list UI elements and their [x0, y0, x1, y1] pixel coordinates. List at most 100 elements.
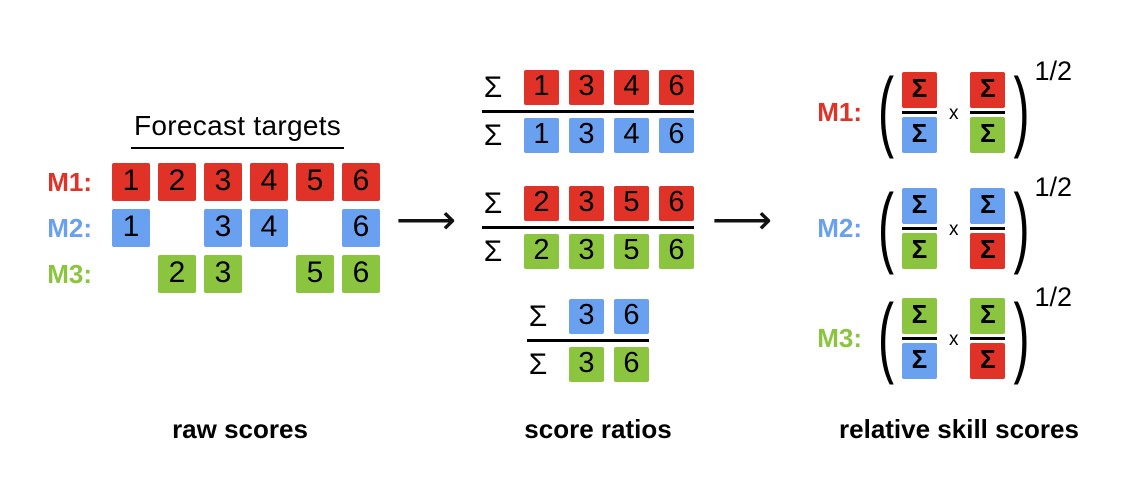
model-label: M3: [47, 259, 92, 289]
exponent: 1/2 [1034, 282, 1073, 312]
score-box: 5 [296, 163, 334, 201]
sigma-symbol: Σ [528, 348, 548, 381]
score-box: 2 [158, 255, 196, 293]
sigma-symbol: Σ [483, 119, 503, 152]
sigma-box: Σ [901, 116, 937, 153]
sigma-box: Σ [901, 71, 937, 108]
score-box: 1 [112, 163, 150, 201]
model-label: M1: [47, 167, 92, 197]
score-box: 6 [342, 209, 380, 247]
arrow-right-icon: ⟶ [396, 196, 457, 243]
score-box: 3 [569, 70, 604, 105]
score-box: 4 [614, 70, 649, 105]
score-box: 4 [250, 163, 288, 201]
score-box: 2 [524, 186, 559, 221]
model-label: M2: [817, 212, 862, 243]
exponent: 1/2 [1034, 172, 1073, 202]
fraction-bar [970, 226, 1006, 230]
arrow-right-icon: ⟶ [712, 196, 773, 243]
sigma-box: Σ [970, 342, 1006, 379]
score-box: 2 [158, 163, 196, 201]
sigma-box: Σ [901, 342, 937, 379]
score-box: 4 [614, 118, 649, 153]
score-box: 6 [614, 299, 649, 334]
score-box: 6 [659, 118, 694, 153]
score-box: 6 [342, 255, 380, 293]
empty-slot [112, 255, 150, 293]
sigma-box: Σ [970, 232, 1006, 269]
score-box: 3 [569, 118, 604, 153]
score-box: 5 [614, 186, 649, 221]
exponent: 1/2 [1034, 56, 1073, 86]
multiply-sign: x [948, 329, 959, 350]
sigma-symbol: Σ [483, 187, 503, 220]
caption-raw-scores: raw scores [172, 414, 308, 444]
score-box: 3 [204, 255, 242, 293]
model-label: M1: [817, 96, 862, 127]
score-box: 6 [614, 347, 649, 382]
score-box: 3 [569, 347, 604, 382]
score-box: 6 [659, 70, 694, 105]
sigma-box: Σ [901, 232, 937, 269]
fraction-bar [482, 110, 694, 113]
close-paren: ) [1013, 62, 1030, 161]
score-box: 6 [659, 234, 694, 269]
score-box: 4 [250, 209, 288, 247]
score-box: 1 [524, 118, 559, 153]
score-box: 3 [204, 163, 242, 201]
sigma-box: Σ [901, 187, 937, 224]
score-box: 3 [569, 299, 604, 334]
fraction-bar [970, 110, 1006, 114]
score-box: 6 [342, 163, 380, 201]
empty-slot [250, 255, 288, 293]
fraction-bar [901, 226, 937, 230]
score-box: 5 [614, 234, 649, 269]
fraction-bar [901, 110, 937, 114]
open-paren: ( [878, 178, 894, 277]
score-box: 3 [569, 186, 604, 221]
score-box: 3 [204, 209, 242, 247]
score-box: 1 [524, 70, 559, 105]
empty-slot [158, 209, 196, 247]
sigma-symbol: Σ [528, 300, 548, 333]
fraction-bar [901, 336, 937, 340]
score-box: 6 [659, 186, 694, 221]
score-box: 3 [569, 234, 604, 269]
score-box: 2 [524, 234, 559, 269]
sigma-box: Σ [970, 116, 1006, 153]
empty-slot [296, 209, 334, 247]
open-paren: ( [878, 288, 894, 387]
multiply-sign: x [948, 219, 959, 240]
sigma-box: Σ [970, 71, 1006, 108]
sigma-symbol: Σ [483, 235, 503, 268]
score-box: 1 [112, 209, 150, 247]
score-box: 5 [296, 255, 334, 293]
forecast-targets-heading: Forecast targets [131, 110, 345, 149]
close-paren: ) [1013, 288, 1030, 387]
fraction-bar [527, 339, 649, 342]
sigma-box: Σ [970, 187, 1006, 224]
model-label: M3: [817, 322, 862, 353]
sigma-box: Σ [901, 297, 937, 334]
